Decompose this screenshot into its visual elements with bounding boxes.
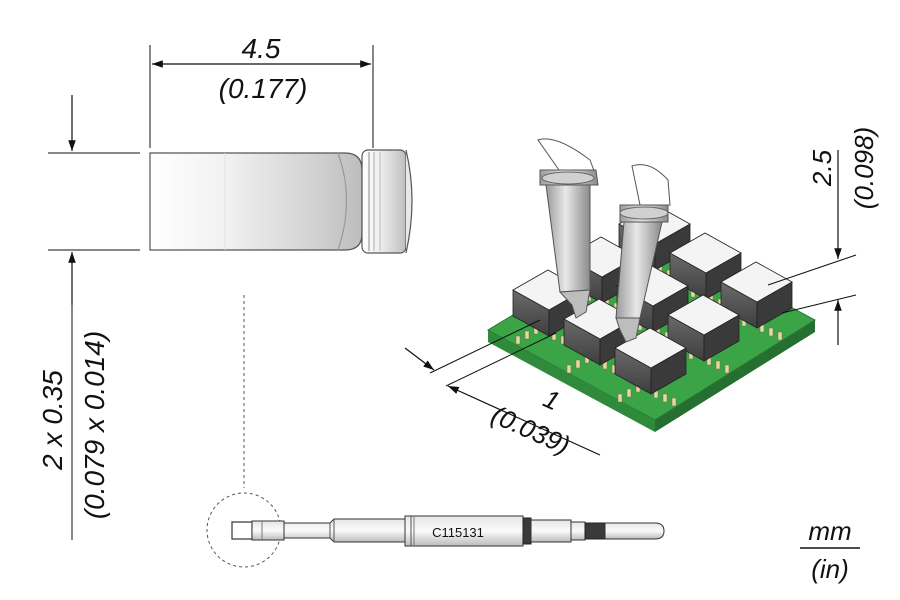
units-legend: mm (in) — [800, 516, 860, 584]
component-height-mm: 2.5 — [807, 149, 837, 187]
component-pin — [671, 397, 677, 407]
component-top — [720, 261, 793, 303]
smd-component — [667, 294, 740, 374]
units-metric: mm — [808, 516, 851, 546]
pcb-board-edge-left — [488, 330, 655, 432]
cartridge-part-number: C115131 — [432, 525, 484, 540]
component-pin — [662, 393, 668, 403]
soldering-tip-left — [537, 138, 599, 319]
soldering-tip-right — [615, 164, 671, 343]
pcb-illustration: 2.5 (0.098) 1 (0.039) — [404, 127, 879, 460]
tip-size-in: (0.079 x 0.014) — [79, 331, 110, 519]
component-pin — [566, 364, 572, 374]
tip-length-mm: 4.5 — [242, 33, 281, 64]
component-pin — [617, 393, 623, 403]
component-pin — [524, 330, 530, 340]
component-top — [669, 232, 742, 274]
component-pin — [626, 388, 632, 398]
pin-pitch-mm: 1 — [539, 383, 564, 416]
tip-blade — [149, 152, 363, 251]
pcb-board-edge-right — [655, 320, 815, 432]
tip-size-mm: 2 x 0.35 — [37, 370, 68, 471]
component-pin — [715, 360, 721, 370]
smd-component — [720, 261, 793, 341]
component-pin — [575, 359, 581, 369]
component-top — [667, 294, 740, 336]
pin-pitch-in: (0.039) — [487, 399, 574, 460]
component-height-in: (0.098) — [849, 127, 879, 209]
cartridge-view: C115131 — [206, 492, 665, 568]
component-pin — [768, 327, 774, 337]
component-pin — [724, 364, 730, 374]
tip-detail-view: 4.5 (0.177) 2 x 0.35 (0.079 x 0.014) — [37, 33, 413, 540]
tip-length-in: (0.177) — [219, 73, 308, 104]
units-imperial: (in) — [811, 554, 849, 584]
component-pin — [515, 335, 521, 345]
component-pin — [777, 331, 783, 341]
